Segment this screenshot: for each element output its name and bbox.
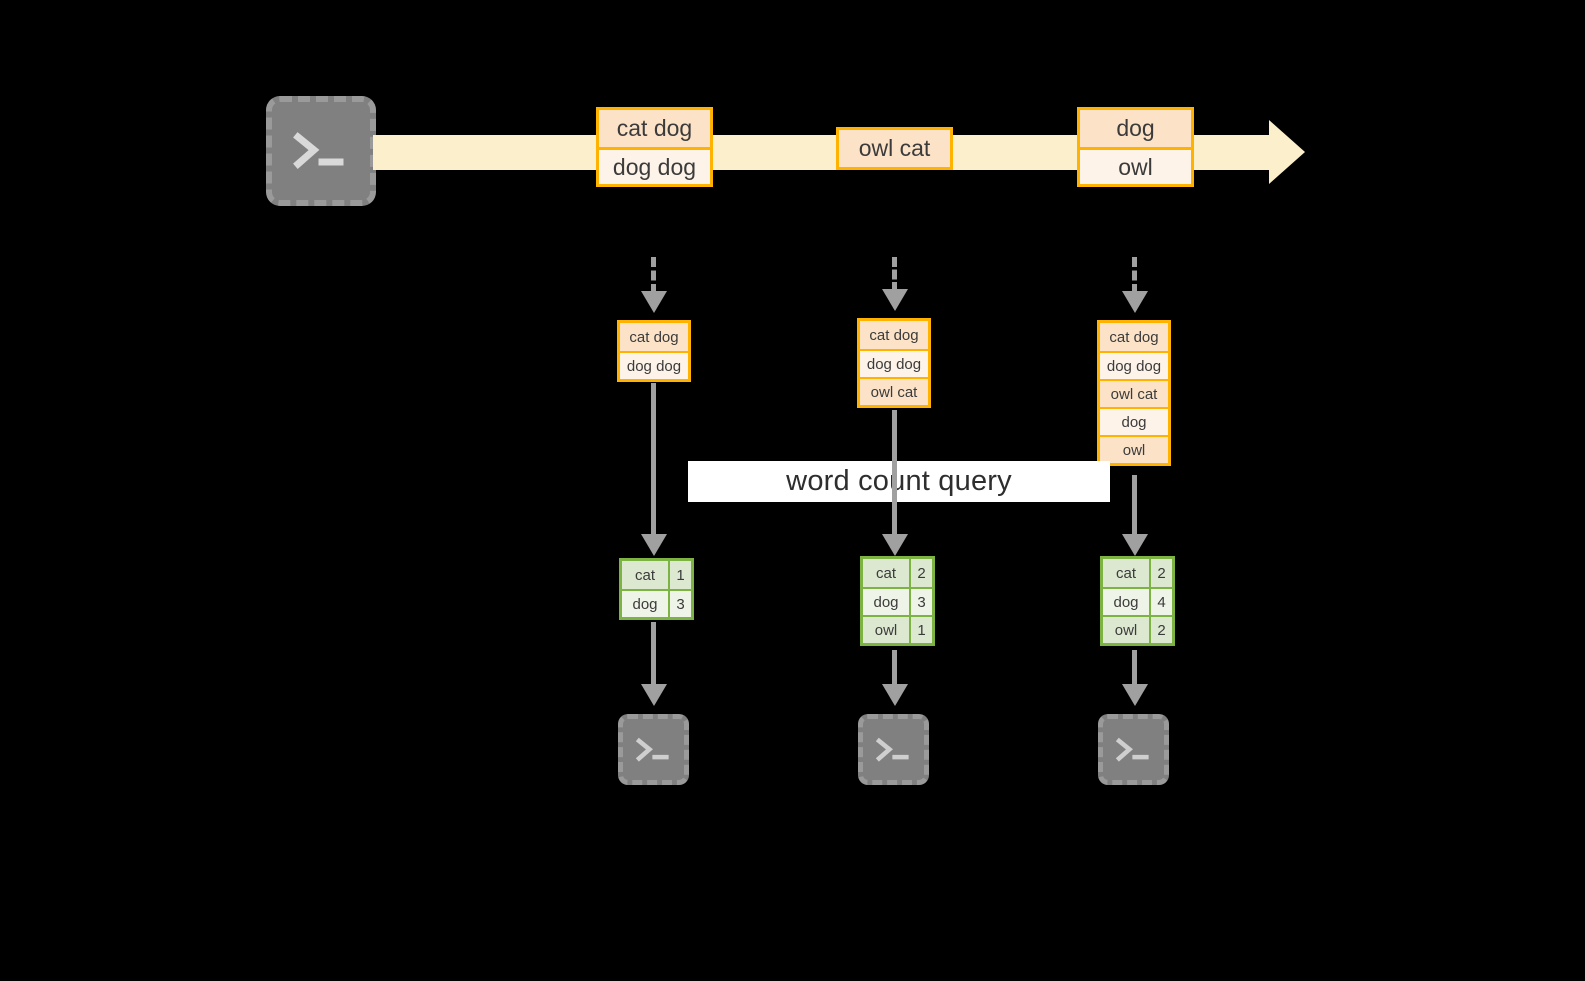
arrow-down-icon xyxy=(1122,534,1148,556)
snapshot-to-result-connector xyxy=(651,383,656,550)
word-cell: cat xyxy=(622,561,668,589)
arrow-down-icon xyxy=(1122,291,1148,313)
word-count-result-table[interactable]: cat 2 dog 3 owl 1 xyxy=(860,556,935,646)
count-cell: 1 xyxy=(909,617,932,643)
record-line: owl cat xyxy=(839,130,950,167)
record-line: dog xyxy=(1100,407,1168,435)
table-row: cat 1 xyxy=(622,561,691,589)
count-cell: 4 xyxy=(1149,589,1172,615)
count-cell: 2 xyxy=(909,559,932,587)
count-cell: 3 xyxy=(668,591,691,617)
record-line: owl xyxy=(1080,147,1191,184)
terminal-prompt-icon xyxy=(635,737,673,763)
stream-event-record[interactable]: owl cat xyxy=(836,127,953,170)
snapshot-record-set[interactable]: cat dog dog dog xyxy=(617,320,691,382)
table-row: cat 2 xyxy=(863,559,932,587)
word-cell: cat xyxy=(1103,559,1149,587)
word-cell: owl xyxy=(1103,617,1149,643)
record-line: owl cat xyxy=(1100,379,1168,407)
arrow-down-icon xyxy=(1122,684,1148,706)
stream-event-record[interactable]: dog owl xyxy=(1077,107,1194,187)
word-count-result-table[interactable]: cat 2 dog 4 owl 2 xyxy=(1100,556,1175,646)
arrow-down-icon xyxy=(882,534,908,556)
count-cell: 3 xyxy=(909,589,932,615)
table-row: owl 2 xyxy=(1103,615,1172,643)
word-cell: owl xyxy=(863,617,909,643)
arrow-down-icon xyxy=(882,684,908,706)
query-label: word count query xyxy=(786,465,1012,497)
record-line: dog dog xyxy=(599,147,710,184)
table-row: owl 1 xyxy=(863,615,932,643)
record-line: owl cat xyxy=(860,377,928,405)
terminal-prompt-icon xyxy=(292,131,350,171)
terminal-prompt-icon xyxy=(875,737,913,763)
stream-to-snapshot-connector xyxy=(651,257,656,294)
record-line: owl xyxy=(1100,435,1168,463)
arrow-right-icon xyxy=(1269,120,1305,184)
arrow-down-icon xyxy=(641,684,667,706)
word-cell: cat xyxy=(863,559,909,587)
record-line: cat dog xyxy=(599,110,710,147)
word-count-result-table[interactable]: cat 1 dog 3 xyxy=(619,558,694,620)
sink-terminal-icon xyxy=(1098,714,1169,785)
record-line: cat dog xyxy=(860,321,928,349)
stream-event-record[interactable]: cat dog dog dog xyxy=(596,107,713,187)
count-cell: 1 xyxy=(668,561,691,589)
result-to-sink-connector xyxy=(1132,650,1137,690)
record-line: dog dog xyxy=(620,351,688,379)
stream-to-snapshot-connector xyxy=(1132,257,1137,294)
record-line: dog xyxy=(1080,110,1191,147)
result-to-sink-connector xyxy=(892,650,897,690)
table-row: dog 4 xyxy=(1103,587,1172,615)
record-line: cat dog xyxy=(620,323,688,351)
table-row: dog 3 xyxy=(863,587,932,615)
snapshot-record-set[interactable]: cat dog dog dog owl cat dog owl xyxy=(1097,320,1171,466)
arrow-down-icon xyxy=(641,291,667,313)
record-line: cat dog xyxy=(1100,323,1168,351)
snapshot-to-result-connector xyxy=(892,410,897,550)
snapshot-record-set[interactable]: cat dog dog dog owl cat xyxy=(857,318,931,408)
arrow-down-icon xyxy=(882,289,908,311)
word-cell: dog xyxy=(622,591,668,617)
snapshot-to-result-connector xyxy=(1132,475,1137,550)
terminal-prompt-icon xyxy=(1115,737,1153,763)
record-line: dog dog xyxy=(1100,351,1168,379)
table-row: dog 3 xyxy=(622,589,691,617)
count-cell: 2 xyxy=(1149,617,1172,643)
record-line: dog dog xyxy=(860,349,928,377)
result-to-sink-connector xyxy=(651,622,656,690)
sink-terminal-icon xyxy=(858,714,929,785)
table-row: cat 2 xyxy=(1103,559,1172,587)
sink-terminal-icon xyxy=(618,714,689,785)
count-cell: 2 xyxy=(1149,559,1172,587)
stream-to-snapshot-connector xyxy=(892,257,897,292)
arrow-down-icon xyxy=(641,534,667,556)
word-cell: dog xyxy=(1103,589,1149,615)
word-cell: dog xyxy=(863,589,909,615)
query-label-band: word count query xyxy=(688,461,1110,502)
source-terminal-icon xyxy=(266,96,376,206)
